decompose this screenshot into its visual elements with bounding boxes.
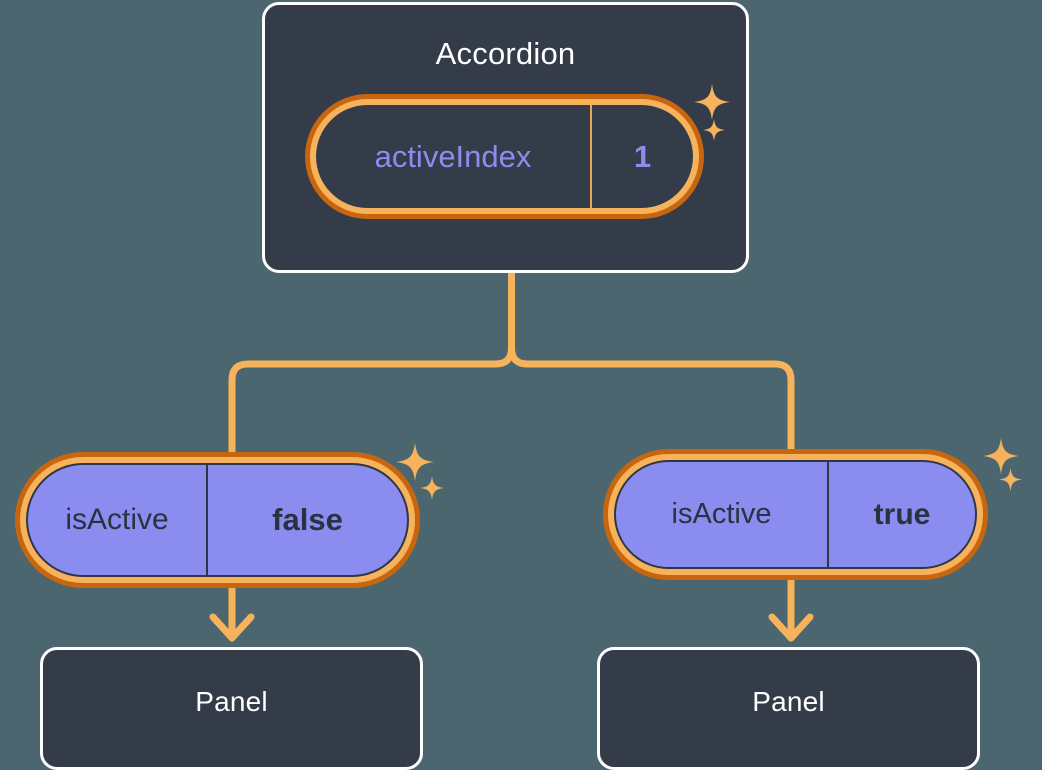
state-pill-body: activeIndex 1 [316,105,693,208]
sparkle-icon [983,438,1019,474]
state-value-label: true [873,497,931,531]
state-pill-body: isActive false [26,463,409,577]
state-value-label: false [272,502,343,537]
component-node-panel-right[interactable]: Panel [597,647,980,770]
state-key-label: isActive [28,465,208,575]
state-pill-ring: isActive true [608,454,983,575]
panel-title: Panel [752,686,825,717]
state-key-label: activeIndex [316,105,592,208]
component-node-panel-left[interactable]: Panel [40,647,423,770]
state-pill-ring: activeIndex 1 [310,99,699,214]
state-pill-isactive-true[interactable]: isActive true [603,449,988,580]
state-pill-body: isActive true [614,460,977,569]
state-pill-activeindex[interactable]: activeIndex 1 [305,94,704,219]
sparkle-icon [999,468,1022,491]
state-value-label: 1 [633,138,652,174]
accordion-title: Accordion [435,36,576,71]
arrow-down-icon-left [209,613,255,642]
state-key-label: isActive [616,462,829,567]
panel-title: Panel [195,686,268,717]
arrow-down-icon-right [768,613,814,642]
connector-trunk-split [508,268,795,474]
state-pill-ring: isActive false [20,457,415,583]
state-pill-isactive-false[interactable]: isActive false [15,452,420,588]
sparkle-icon [420,476,444,500]
